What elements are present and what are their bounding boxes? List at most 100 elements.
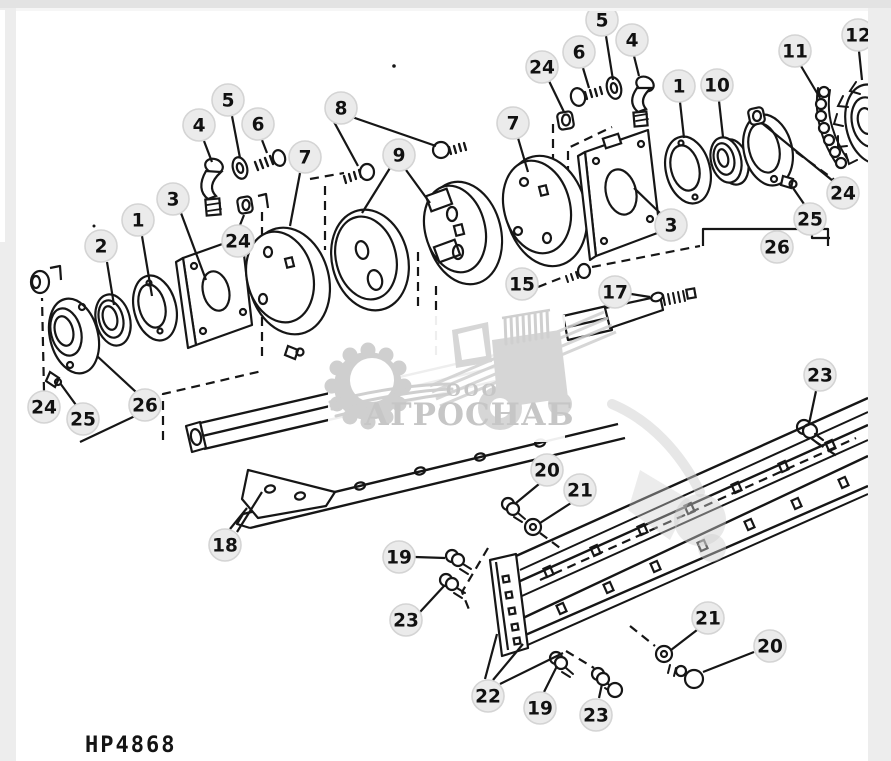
callout-leader	[630, 292, 651, 299]
callout-17: 17	[598, 275, 651, 309]
callout-bubble	[691, 601, 725, 635]
callout-leader	[105, 261, 116, 306]
page-top-margin-inner	[0, 8, 891, 11]
callout-number: 6	[252, 115, 265, 136]
callout-10: 10	[700, 68, 734, 138]
callout-4: 4	[615, 23, 649, 77]
callout-bubble	[156, 182, 190, 216]
callout-leader	[419, 585, 445, 613]
callout-3: 3	[633, 187, 688, 242]
callout-bubble	[288, 140, 322, 174]
callout-number: 1	[673, 77, 686, 98]
callout-3: 3	[156, 182, 208, 281]
washer-right	[605, 76, 623, 100]
callout-19: 19	[382, 540, 446, 574]
bolt-20b	[683, 668, 705, 690]
callout-number: 1	[132, 211, 145, 232]
callout-20: 20	[702, 629, 787, 674]
callout-15: 15	[505, 267, 567, 301]
callout-leader	[670, 629, 698, 651]
callout-19: 19	[523, 665, 558, 725]
callout-bubble	[382, 540, 416, 574]
bracket-mark-left	[49, 264, 63, 281]
bolt-8a	[342, 168, 363, 185]
callout-number: 24	[31, 398, 57, 419]
square-nut-left	[236, 195, 254, 215]
callout-bubble	[389, 603, 423, 637]
callout-number: 20	[757, 637, 783, 658]
callout-number: 26	[132, 396, 158, 417]
callout-number: 26	[764, 238, 790, 259]
callout-number: 24	[225, 232, 251, 253]
callout-26-bracket	[701, 227, 830, 246]
callout-bubble	[753, 629, 787, 663]
callout-bubble	[598, 275, 632, 309]
callout-5: 5	[211, 83, 245, 159]
callout-26: 26	[79, 355, 162, 443]
tube-end-cap	[184, 420, 208, 454]
callout-bubble	[662, 69, 696, 103]
ring-flange-left	[132, 274, 178, 342]
callout-9: 9	[361, 138, 431, 214]
watermark-name: АГРОСНАБ	[364, 397, 575, 433]
callout-leader	[800, 65, 821, 99]
callout-leader	[202, 140, 214, 163]
callout-bubble	[563, 473, 597, 507]
callout-number: 5	[596, 11, 609, 32]
callout-leader	[792, 187, 805, 205]
callout-5: 5	[585, 3, 619, 81]
callout-bubble	[523, 691, 557, 725]
ring-flange-right	[664, 135, 712, 205]
callout-leader	[260, 139, 269, 154]
callout-23: 23	[803, 358, 837, 425]
callout-number: 11	[782, 42, 808, 63]
callout-bubble	[505, 267, 539, 301]
callout-number: 23	[583, 706, 609, 727]
callout-leader	[483, 633, 499, 680]
callout-leader	[351, 115, 437, 148]
callout-bubble	[471, 679, 505, 713]
callout-number: 8	[335, 99, 348, 120]
callout-leader	[140, 235, 154, 297]
callout-21: 21	[670, 601, 725, 651]
callout-bubble	[654, 208, 688, 242]
callout-leader	[543, 665, 558, 693]
callout-leader	[96, 355, 137, 393]
page-top-margin	[0, 0, 891, 8]
right-plate	[583, 128, 662, 258]
callout-leader	[361, 167, 391, 214]
callout-leader	[581, 67, 591, 89]
callout-leader	[59, 382, 77, 406]
callout-number: 7	[507, 114, 520, 135]
woodruff-key	[650, 291, 664, 303]
callout-24: 24	[221, 214, 255, 258]
callout-24: 24	[525, 50, 565, 113]
watermark-springs	[328, 382, 456, 404]
callout-bubble	[615, 23, 649, 57]
callout-leader	[414, 555, 446, 560]
callout-bubble	[760, 230, 794, 264]
callout-number: 5	[222, 91, 235, 112]
callout-leader	[179, 212, 208, 281]
callout-number: 19	[386, 548, 412, 569]
callout-bubble	[525, 50, 559, 84]
callout-number: 24	[529, 58, 555, 79]
callout-6: 6	[241, 107, 275, 154]
callout-number: 24	[830, 184, 856, 205]
callout-bubble	[208, 528, 242, 562]
callout-number: 25	[797, 210, 823, 231]
callout-number: 23	[807, 366, 833, 387]
callout-26: 26	[760, 230, 794, 264]
callout-21: 21	[539, 473, 597, 524]
callout-leader	[678, 101, 686, 139]
callout-number: 9	[393, 146, 406, 167]
support-bracket	[240, 468, 337, 520]
callout-leader	[229, 507, 248, 530]
callout-leader	[288, 172, 302, 227]
washer-21a	[523, 517, 543, 537]
callout-number: 10	[704, 76, 730, 97]
callout-24: 24	[27, 297, 61, 424]
callout-leader	[807, 390, 818, 425]
watermark-chute	[607, 399, 705, 497]
